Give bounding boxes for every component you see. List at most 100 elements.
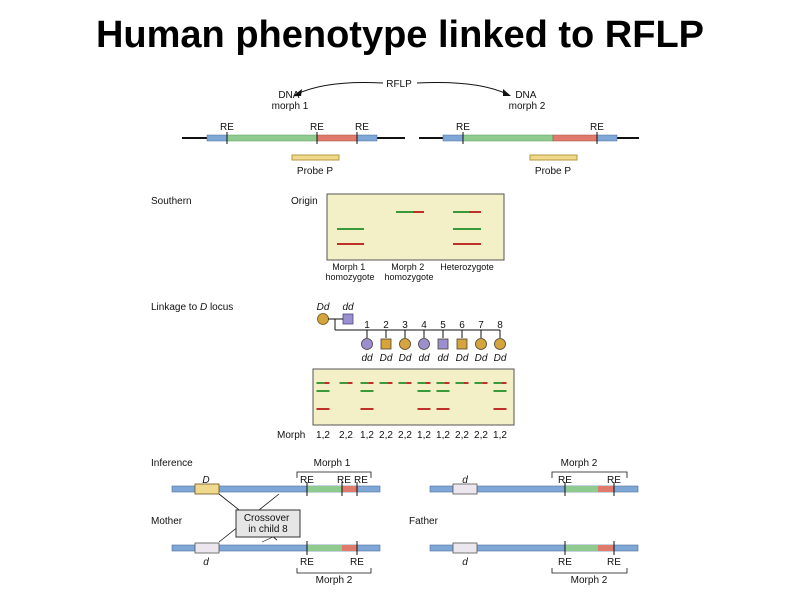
re-label: RE bbox=[354, 475, 368, 486]
chromosome bbox=[171, 482, 381, 496]
dna-morph2-label: DNA morph 2 bbox=[509, 90, 546, 112]
southern-label: Southern bbox=[151, 196, 192, 207]
re-label: RE bbox=[558, 557, 572, 568]
child-number: 8 bbox=[497, 320, 503, 331]
probe-bar bbox=[529, 154, 578, 161]
child-genotype: dd bbox=[437, 353, 449, 364]
arrow-left-icon bbox=[296, 81, 384, 95]
child-number: 3 bbox=[402, 320, 408, 331]
inference-label: Inference bbox=[151, 458, 193, 469]
morph-value: 2,2 bbox=[474, 430, 488, 441]
gene-D-label: D bbox=[202, 475, 209, 486]
child-female-symbol bbox=[361, 338, 373, 350]
mother-label: Mother bbox=[151, 516, 183, 527]
child-number: 6 bbox=[459, 320, 465, 331]
arrowhead-right-icon bbox=[503, 89, 511, 96]
lane-label-heterozygote: Heterozygote bbox=[440, 262, 494, 272]
morph-value: 1,2 bbox=[436, 430, 450, 441]
parent-mother-genotype: Dd bbox=[317, 302, 330, 313]
dna-morph1-line1: DNA bbox=[278, 90, 299, 101]
morph2-label: Morph 2 bbox=[316, 575, 353, 586]
child-female-symbol bbox=[494, 338, 506, 350]
slide-title: Human phenotype linked to RFLP bbox=[95, 14, 705, 56]
rflp-label: RFLP bbox=[386, 79, 412, 90]
morph-value: 1,2 bbox=[316, 430, 330, 441]
crossover-label: Crossover in child 8 bbox=[244, 513, 292, 535]
southern-section: Southern Origin Morph 1 homozygote Morph… bbox=[151, 193, 505, 282]
arrowhead-left-icon bbox=[293, 89, 302, 96]
re-label: RE bbox=[607, 557, 621, 568]
dna-morph1-label: DNA morph 1 bbox=[272, 90, 309, 112]
dna-morph2-line1: DNA bbox=[515, 90, 536, 101]
linkage-bands bbox=[316, 382, 507, 410]
gene-d-label: d bbox=[203, 557, 209, 568]
morph-value: 1,2 bbox=[417, 430, 431, 441]
morph-value: 2,2 bbox=[455, 430, 469, 441]
father-label: Father bbox=[409, 516, 439, 527]
re-label: RE bbox=[355, 122, 369, 133]
gene-d-box bbox=[452, 483, 478, 495]
chromosome bbox=[171, 541, 381, 555]
child-genotype: Dd bbox=[456, 353, 469, 364]
probe-label: Probe P bbox=[535, 166, 571, 177]
gene-d-label: d bbox=[462, 475, 468, 486]
arrow-right-icon bbox=[416, 81, 508, 95]
mother-symbol bbox=[317, 313, 329, 325]
child-genotype: Dd bbox=[399, 353, 412, 364]
brace-top-icon bbox=[296, 471, 372, 478]
morph-value: 1,2 bbox=[360, 430, 374, 441]
re-label: RE bbox=[350, 557, 364, 568]
child-male-symbol bbox=[437, 338, 449, 350]
brace-top-icon bbox=[551, 471, 628, 478]
gene-d-label: d bbox=[462, 557, 468, 568]
child-number: 1 bbox=[364, 320, 370, 331]
dna-morph1: RE RE RE Probe P bbox=[182, 122, 405, 177]
re-label: RE bbox=[310, 122, 324, 133]
child-female-symbol bbox=[399, 338, 411, 350]
dna-morph1-line2: morph 1 bbox=[272, 101, 309, 112]
morph-value: 2,2 bbox=[379, 430, 393, 441]
re-label: RE bbox=[590, 122, 604, 133]
parent-father-genotype: dd bbox=[342, 302, 354, 313]
crossover-box bbox=[235, 509, 301, 538]
rflp-header: RFLP DNA morph 1 DNA morph 2 bbox=[272, 79, 546, 112]
child-male-symbol bbox=[380, 338, 392, 350]
chromosome bbox=[429, 541, 639, 555]
morph1-label: Morph 1 bbox=[314, 458, 351, 469]
child-genotype: Dd bbox=[380, 353, 393, 364]
lane-label-morph2: Morph 2 homozygote bbox=[384, 262, 433, 282]
probe-label: Probe P bbox=[297, 166, 333, 177]
gene-D-box bbox=[194, 483, 220, 495]
re-label: RE bbox=[607, 475, 621, 486]
child-number: 4 bbox=[421, 320, 427, 331]
child-number: 7 bbox=[478, 320, 484, 331]
chromosome bbox=[429, 482, 639, 496]
brace-bottom-icon bbox=[296, 568, 372, 574]
inference-section: Inference Morph 1 RE RE RE D Morph 2 RE … bbox=[151, 458, 639, 586]
child-number: 2 bbox=[383, 320, 389, 331]
child-female-symbol bbox=[475, 338, 487, 350]
linkage-section: Linkage to D locus Dd dd 1dd2Dd3Dd4dd5dd… bbox=[151, 302, 515, 441]
father-symbol bbox=[342, 313, 354, 325]
linkage-gel bbox=[312, 368, 515, 426]
origin-label: Origin bbox=[291, 196, 318, 207]
morph-value: 2,2 bbox=[398, 430, 412, 441]
re-label: RE bbox=[456, 122, 470, 133]
gene-d-box bbox=[194, 542, 220, 554]
re-label: RE bbox=[558, 475, 572, 486]
lane-label-morph1: Morph 1 homozygote bbox=[325, 262, 374, 282]
child-genotype: Dd bbox=[494, 353, 507, 364]
linkage-label: Linkage to D locus bbox=[151, 302, 233, 313]
child-genotype: Dd bbox=[475, 353, 488, 364]
child-male-symbol bbox=[456, 338, 468, 350]
morph-row-label: Morph bbox=[277, 430, 305, 441]
brace-bottom-icon bbox=[551, 568, 628, 574]
southern-gel bbox=[326, 193, 505, 261]
re-label: RE bbox=[300, 557, 314, 568]
child-number: 5 bbox=[440, 320, 446, 331]
morph-value: 1,2 bbox=[493, 430, 507, 441]
child-genotype: dd bbox=[361, 353, 373, 364]
rflp-figure: RFLP DNA morph 1 DNA morph 2 RE RE RE Pr… bbox=[151, 79, 639, 586]
